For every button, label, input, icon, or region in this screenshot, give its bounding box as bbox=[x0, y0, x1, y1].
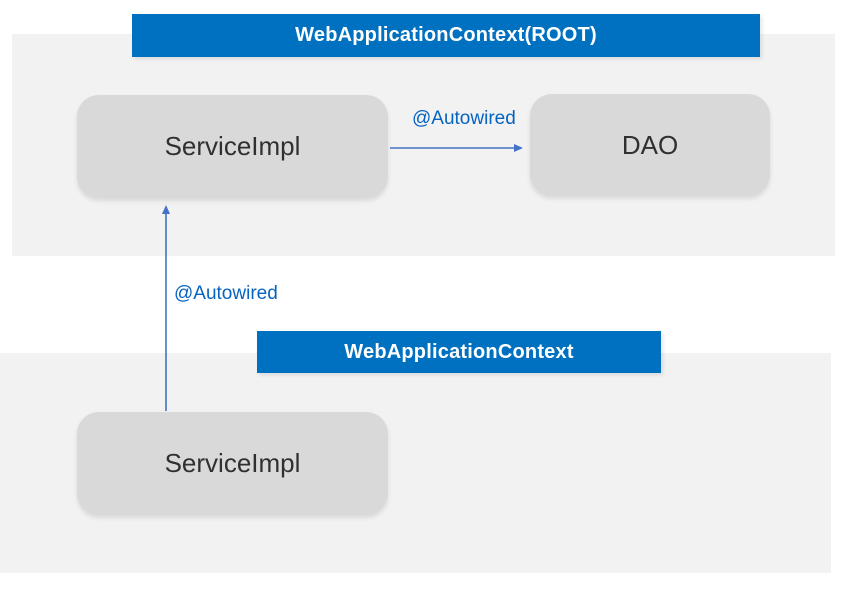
dao-box: DAO bbox=[530, 94, 770, 196]
servlet-context-title: WebApplicationContext bbox=[344, 340, 574, 363]
serviceimpl-box-root: ServiceImpl bbox=[77, 95, 388, 198]
root-context-title-bar: WebApplicationContext(ROOT) bbox=[132, 14, 760, 57]
autowired-label-horizontal: @Autowired bbox=[412, 108, 516, 130]
serviceimpl-servlet-label: ServiceImpl bbox=[164, 448, 301, 478]
autowired-horizontal-text: @Autowired bbox=[412, 108, 516, 129]
autowired-label-vertical: @Autowired bbox=[174, 283, 278, 305]
serviceimpl-box-servlet: ServiceImpl bbox=[77, 412, 388, 515]
servlet-context-title-bar: WebApplicationContext bbox=[257, 331, 661, 373]
autowired-vertical-text: @Autowired bbox=[174, 283, 278, 304]
serviceimpl-root-label: ServiceImpl bbox=[164, 131, 301, 161]
root-context-title: WebApplicationContext(ROOT) bbox=[295, 24, 597, 46]
dao-label: DAO bbox=[621, 129, 679, 160]
